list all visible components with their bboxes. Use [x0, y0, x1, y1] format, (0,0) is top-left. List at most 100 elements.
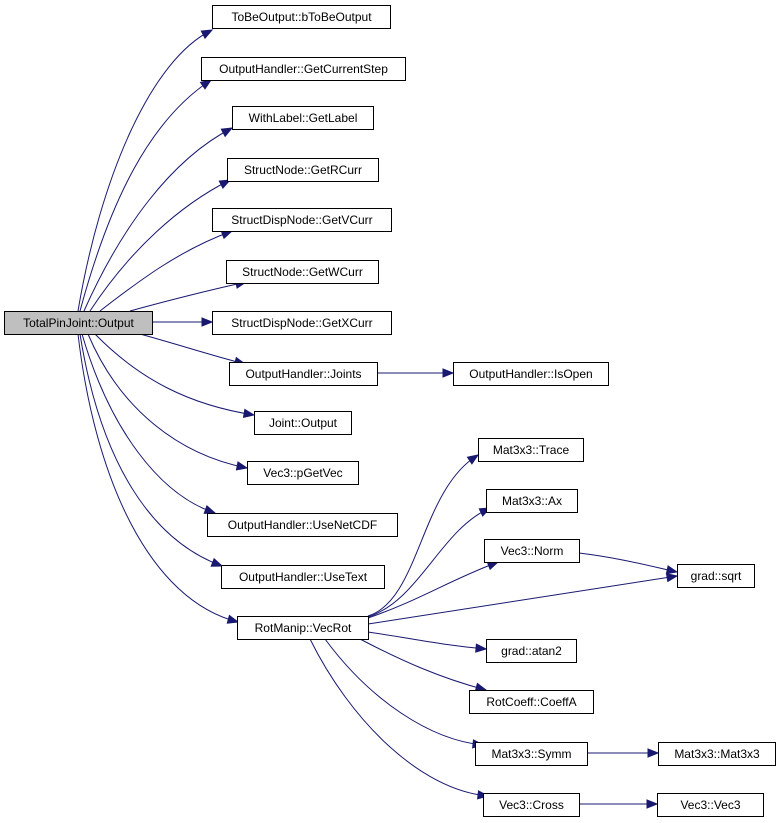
edge-VecRot-to-atan2 [367, 631, 488, 653]
edge-line [83, 127, 233, 312]
node-pGetVec[interactable]: Vec3::pGetVec [247, 461, 359, 485]
edge-arrowhead [665, 572, 679, 583]
node-GetRCurr[interactable]: StructNode::GetRCurr [227, 158, 379, 182]
edge-root-to-VecRot [77, 333, 240, 624]
node-CoeffA[interactable]: RotCoeff::CoeffA [469, 690, 594, 714]
edge-arrowhead [442, 368, 455, 378]
node-label: OutputHandler::IsOpen [469, 367, 592, 381]
node-label: OutputHandler::GetCurrentStep [219, 62, 388, 76]
edge-line [578, 552, 678, 573]
node-GetWCurr[interactable]: StructNode::GetWCurr [226, 260, 379, 284]
node-box[interactable] [658, 742, 776, 766]
node-Norm[interactable]: Vec3::Norm [484, 539, 580, 563]
node-box[interactable] [201, 57, 406, 81]
edge-VecRot-to-Symm [324, 638, 485, 749]
node-box[interactable] [677, 564, 755, 588]
node-GetCurrentStep[interactable]: OutputHandler::GetCurrentStep [201, 57, 406, 81]
node-box[interactable] [254, 411, 352, 435]
edge-VecRot-to-Cross [309, 638, 490, 800]
edge-root-to-GetXCurr [152, 317, 214, 327]
edge-root-to-GetCurrentStep [79, 79, 213, 312]
node-box[interactable] [221, 565, 385, 589]
edge-root-to-Joints [139, 333, 247, 366]
edge-line [139, 333, 246, 365]
edge-line [79, 79, 212, 312]
node-bToBeOutput[interactable]: ToBeOutput::bToBeOutput [212, 5, 391, 29]
node-GetLabel[interactable]: WithLabel::GetLabel [232, 106, 374, 130]
node-label: Mat3x3::Mat3x3 [674, 747, 760, 761]
node-GetVCurr[interactable]: StructDispNode::GetVCurr [212, 208, 392, 232]
node-UseText[interactable]: OutputHandler::UseText [221, 565, 385, 589]
node-box[interactable] [212, 208, 392, 232]
node-Symm[interactable]: Mat3x3::Symm [475, 742, 588, 766]
call-graph-edges [77, 29, 679, 809]
edge-arrowhead [647, 748, 660, 758]
node-VecRot[interactable]: RotManip::VecRot [237, 616, 369, 640]
edge-root-to-GetWCurr [129, 279, 248, 312]
node-sqrt[interactable]: grad::sqrt [677, 564, 755, 588]
node-label: OutputHandler::UseNetCDF [228, 518, 377, 532]
node-label: grad::sqrt [691, 569, 742, 583]
edge-root-to-bToBeOutput [77, 29, 214, 312]
node-box[interactable] [237, 616, 369, 640]
node-label: StructNode::GetWCurr [242, 265, 363, 279]
call-graph-nodes: TotalPinJoint::Output ToBeOutput::bToBeOu… [4, 5, 776, 817]
edge-Norm-to-sqrt [578, 552, 679, 575]
node-label: Mat3x3::Trace [493, 443, 570, 457]
node-atan2[interactable]: grad::atan2 [486, 639, 577, 663]
node-JointOutput[interactable]: Joint::Output [254, 411, 352, 435]
node-label: grad::atan2 [501, 644, 562, 658]
edge-VecRot-to-Norm [367, 561, 500, 619]
edge-root-to-UseText [79, 333, 224, 567]
node-box[interactable] [4, 311, 153, 335]
node-box[interactable] [226, 260, 379, 284]
node-Cross[interactable]: Vec3::Cross [483, 793, 580, 817]
node-box[interactable] [453, 362, 609, 386]
edge-arrowhead [203, 505, 217, 514]
edge-line [79, 333, 223, 567]
edge-line [129, 281, 247, 312]
edge-line [367, 561, 499, 619]
node-box[interactable] [486, 639, 577, 663]
node-label: StructDispNode::GetXCurr [231, 316, 372, 330]
edge-line [81, 333, 216, 514]
node-Joints[interactable]: OutputHandler::Joints [229, 362, 378, 386]
node-box[interactable] [247, 461, 359, 485]
node-box[interactable] [475, 742, 588, 766]
node-box[interactable] [212, 5, 391, 29]
node-label: TotalPinJoint::Output [23, 316, 134, 330]
node-GetXCurr[interactable]: StructDispNode::GetXCurr [212, 311, 392, 335]
node-box[interactable] [227, 158, 379, 182]
node-box[interactable] [229, 362, 378, 386]
node-label: StructDispNode::GetVCurr [231, 213, 372, 227]
node-label: Vec3::Norm [501, 544, 564, 558]
node-label: OutputHandler::UseText [239, 570, 368, 584]
node-box[interactable] [207, 513, 398, 537]
node-box[interactable] [469, 690, 594, 714]
node-box[interactable] [232, 106, 374, 130]
node-IsOpen[interactable]: OutputHandler::IsOpen [453, 362, 609, 386]
node-label: WithLabel::GetLabel [249, 111, 358, 125]
node-root[interactable]: TotalPinJoint::Output [4, 311, 153, 335]
edge-arrowhead [218, 179, 232, 189]
node-Mat3x3ctor[interactable]: Mat3x3::Mat3x3 [658, 742, 776, 766]
node-label: ToBeOutput::bToBeOutput [231, 10, 372, 24]
node-box[interactable] [212, 311, 392, 335]
node-Trace[interactable]: Mat3x3::Trace [478, 438, 584, 462]
edge-Joints-to-IsOpen [377, 368, 455, 378]
node-label: OutputHandler::Joints [245, 367, 361, 381]
node-Vec3ctor[interactable]: Vec3::Vec3 [657, 793, 764, 817]
edge-arrowhead [466, 454, 480, 465]
edge-arrowhead [210, 557, 224, 567]
node-box[interactable] [478, 438, 584, 462]
node-label: StructNode::GetRCurr [244, 163, 362, 177]
node-box[interactable] [483, 793, 580, 817]
node-box[interactable] [484, 539, 580, 563]
node-Ax[interactable]: Mat3x3::Ax [486, 489, 578, 513]
node-UseNetCDF[interactable]: OutputHandler::UseNetCDF [207, 513, 398, 537]
edge-arrowhead [220, 127, 234, 138]
node-label: Vec3::pGetVec [263, 466, 342, 480]
node-box[interactable] [486, 489, 578, 513]
node-box[interactable] [657, 793, 764, 817]
edge-arrowhead [235, 461, 249, 471]
